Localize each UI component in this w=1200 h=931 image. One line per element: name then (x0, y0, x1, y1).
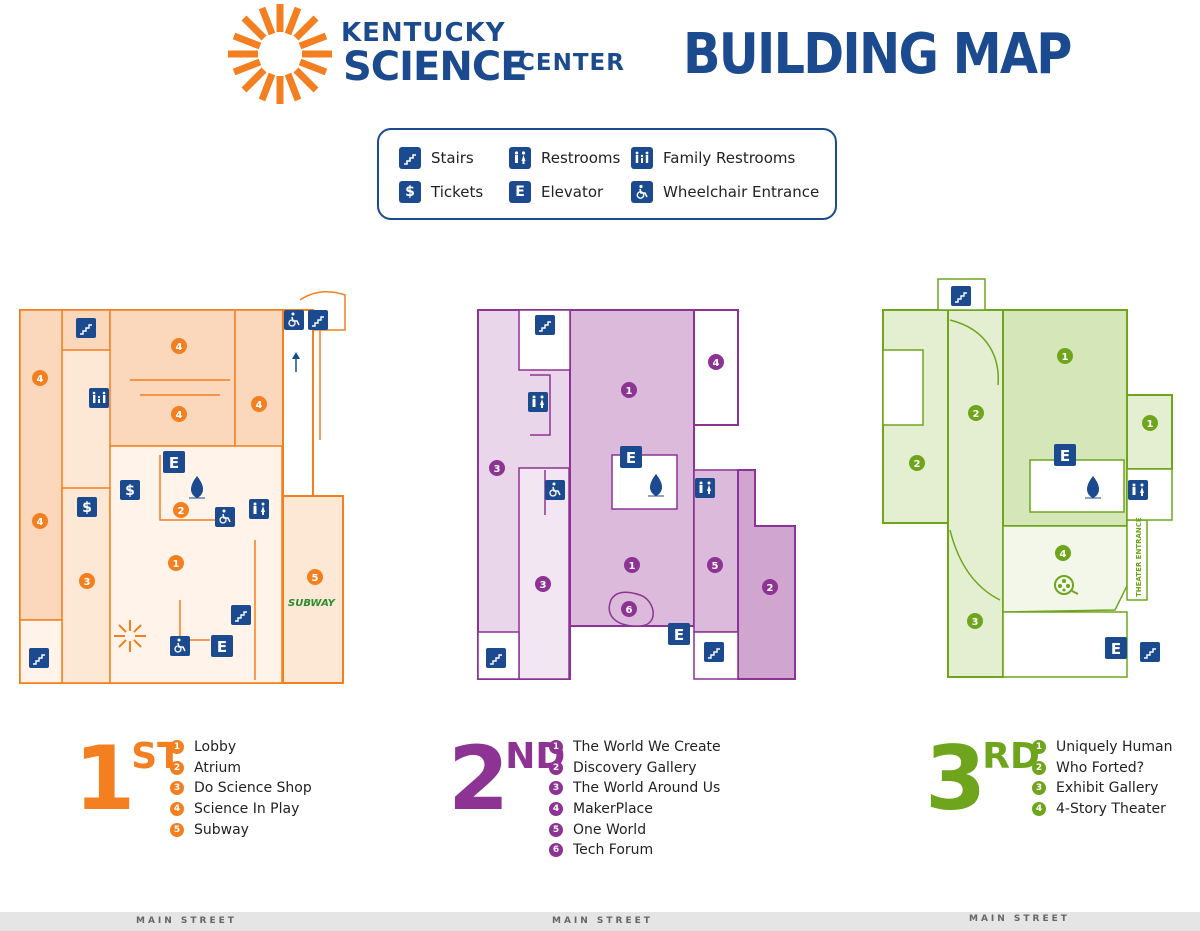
legend-item-restrooms: Restrooms (509, 147, 620, 169)
restrooms-icon (509, 147, 531, 169)
svg-text:1: 1 (629, 561, 636, 572)
svg-text:4: 4 (37, 374, 44, 385)
floor-1-map: $ $ SUBWAY 4 4 4 4 4 2 1 3 5 (19, 290, 346, 684)
main-street-bar (0, 912, 1200, 931)
legend-label: Restrooms (541, 149, 621, 167)
svg-text:6: 6 (626, 605, 633, 616)
svg-text:5: 5 (312, 573, 319, 584)
svg-text:$: $ (82, 500, 92, 516)
floor-3-heading: 3RD (925, 727, 1040, 830)
svg-text:4: 4 (176, 410, 183, 421)
floor-2-heading: 2ND (448, 727, 566, 830)
svg-text:4: 4 (256, 400, 263, 411)
svg-text:3: 3 (494, 464, 501, 475)
legend-item-tickets: $ Tickets (399, 181, 483, 203)
svg-text:3: 3 (84, 577, 91, 588)
svg-text:2: 2 (914, 459, 921, 470)
floor-1-heading: 1ST (74, 727, 182, 830)
floor-3-map: THEATER ENTRANCE 1 1 2 2 4 3 (882, 278, 1173, 678)
svg-text:3: 3 (540, 580, 547, 591)
wheelchair-icon (631, 181, 653, 203)
brand-kentucky: KENTUCKY (341, 18, 506, 48)
page-title: BUILDING MAP (683, 22, 1072, 87)
svg-text:5: 5 (712, 561, 719, 572)
street-label: MAIN STREET (552, 916, 653, 926)
svg-text:3: 3 (972, 617, 979, 628)
stairs-icon (399, 147, 421, 169)
subway-logo: SUBWAY (288, 598, 337, 609)
svg-text:4: 4 (1060, 549, 1067, 560)
svg-text:1: 1 (1147, 419, 1154, 430)
legend-item-stairs: Stairs (399, 147, 474, 169)
tickets-icon: $ (399, 181, 421, 203)
brand-center: CENTER (518, 50, 625, 76)
legend-label: Elevator (541, 183, 604, 201)
theater-entrance-label: THEATER ENTRANCE (1135, 517, 1143, 597)
svg-text:4: 4 (176, 342, 183, 353)
svg-text:1: 1 (626, 386, 633, 397)
legend-label: Wheelchair Entrance (663, 183, 820, 201)
legend-label: Tickets (431, 183, 484, 201)
family-restrooms-icon (631, 147, 653, 169)
elevator-icon: E (509, 181, 531, 203)
brand-science: SCIENCE (343, 44, 528, 90)
svg-text:4: 4 (713, 358, 720, 369)
svg-text:2: 2 (973, 409, 980, 420)
floor-2-map: 1 1 4 3 3 5 2 6 (477, 309, 796, 680)
legend-item-family-restrooms: Family Restrooms (631, 147, 795, 169)
svg-text:$: $ (125, 483, 135, 499)
legend-label: Family Restrooms (663, 149, 796, 167)
street-label: MAIN STREET (969, 914, 1070, 924)
svg-text:2: 2 (178, 506, 185, 517)
street-label: MAIN STREET (136, 916, 237, 926)
legend-item-wheelchair: Wheelchair Entrance (631, 181, 819, 203)
legend-item-elevator: E Elevator (509, 181, 603, 203)
legend-label: Stairs (431, 149, 474, 167)
film-reel-icon (1054, 575, 1079, 595)
sun-logo (228, 4, 332, 104)
svg-text:2: 2 (767, 583, 774, 594)
svg-text:1: 1 (1062, 352, 1069, 363)
svg-text:4: 4 (37, 517, 44, 528)
legend: Stairs Restrooms Family Restrooms $ Tick… (377, 128, 837, 220)
svg-text:1: 1 (173, 559, 180, 570)
